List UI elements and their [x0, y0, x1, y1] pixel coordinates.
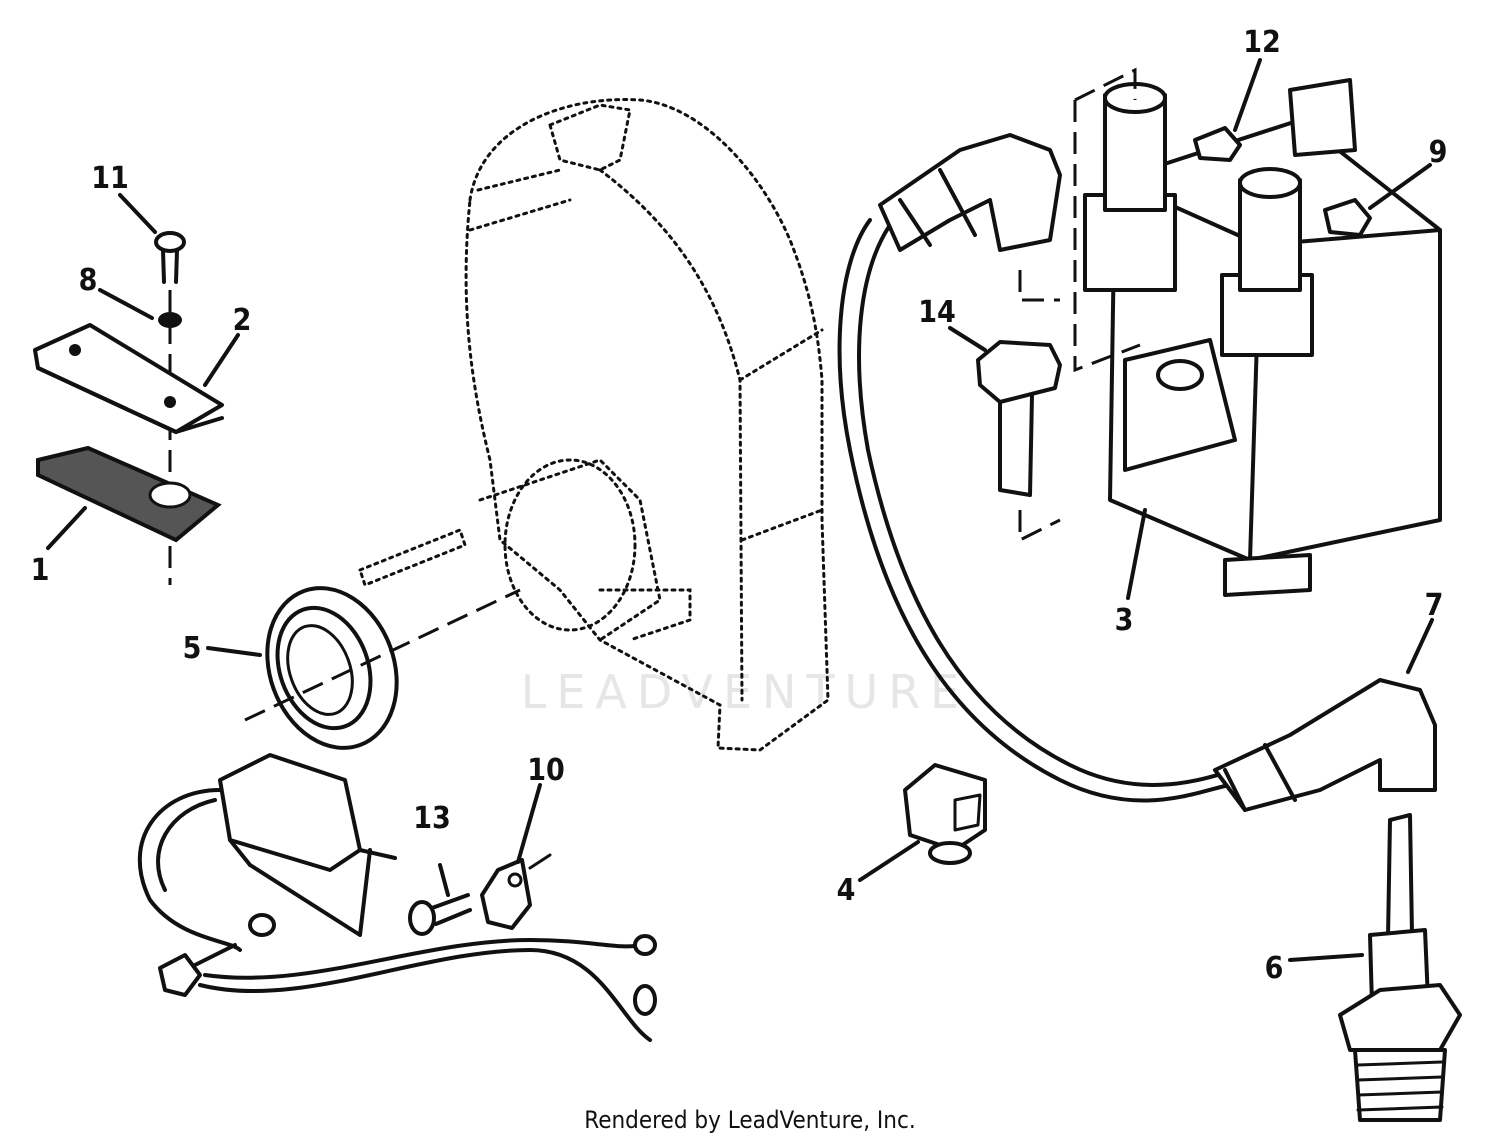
- connector: [903, 763, 987, 865]
- callout-6: 6: [1265, 951, 1284, 986]
- clamp-and-screw: [408, 853, 552, 936]
- footer-credit: Rendered by LeadVenture, Inc.: [584, 1106, 916, 1134]
- callout-7: 7: [1425, 588, 1444, 623]
- callout-3: 3: [1115, 603, 1134, 638]
- callout-14: 14: [918, 295, 956, 330]
- key-pin: [358, 528, 467, 587]
- blower-housing: [464, 98, 830, 752]
- callout-5: 5: [183, 631, 202, 666]
- oil-seal: [244, 586, 521, 750]
- ignition-module: [137, 753, 657, 1042]
- callout-11: 11: [91, 161, 129, 196]
- callout-13: 13: [413, 801, 451, 836]
- callout-8: 8: [79, 263, 98, 298]
- watermark-text: LEADVENTURE: [521, 665, 970, 719]
- callout-leaders: [46, 58, 1434, 962]
- callout-4: 4: [837, 873, 856, 908]
- callout-2: 2: [233, 303, 252, 338]
- callout-1: 1: [31, 553, 50, 588]
- high-tension-lead: [837, 133, 1437, 812]
- bolt: [976, 340, 1062, 543]
- callout-10: 10: [527, 753, 565, 788]
- callout-labels: 11 8 2 1 5 13 10 14 12 9 3 7 4 6: [31, 25, 1448, 986]
- callout-12: 12: [1243, 25, 1281, 60]
- plate-assembly: [33, 231, 224, 585]
- ignition-coil: [1018, 67, 1442, 597]
- callout-9: 9: [1429, 135, 1448, 170]
- spark-plug: [1338, 813, 1462, 1122]
